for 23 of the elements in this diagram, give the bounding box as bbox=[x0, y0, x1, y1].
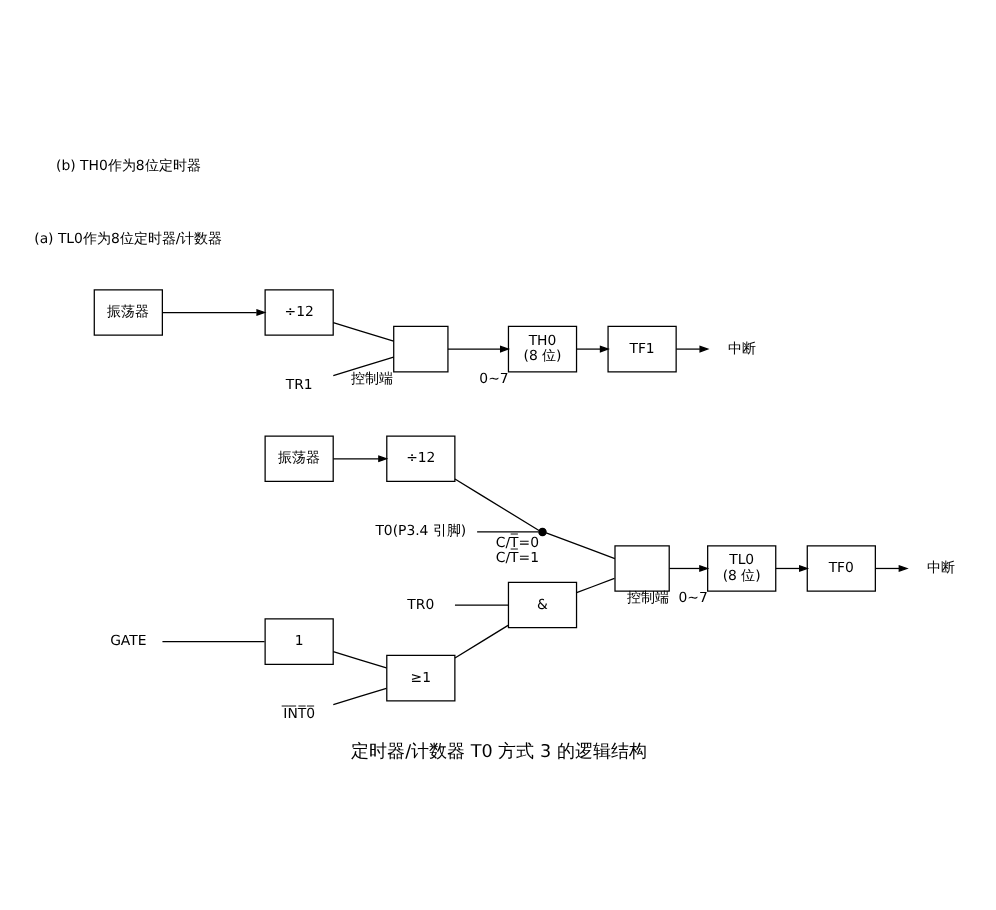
arrow bbox=[331, 455, 388, 463]
connector bbox=[575, 577, 615, 594]
connector bbox=[453, 624, 508, 659]
arrow bbox=[873, 564, 908, 572]
arrow bbox=[774, 564, 809, 572]
connector bbox=[331, 356, 394, 377]
connector bbox=[475, 531, 539, 533]
arrow bbox=[667, 564, 709, 572]
arrow bbox=[160, 309, 266, 317]
node-box bbox=[613, 545, 669, 592]
caption: 定时器/计数器 T0 方式 3 的逻辑结构 bbox=[350, 742, 646, 763]
connector bbox=[160, 640, 265, 643]
arrow bbox=[446, 345, 510, 353]
connector bbox=[331, 651, 386, 669]
connector bbox=[544, 532, 615, 560]
connector bbox=[453, 478, 539, 532]
connector bbox=[331, 322, 394, 342]
arrow bbox=[575, 345, 609, 353]
connector bbox=[331, 687, 386, 706]
arrow bbox=[674, 345, 709, 353]
node-box bbox=[392, 325, 448, 373]
node-switch bbox=[537, 527, 546, 537]
connector bbox=[453, 604, 508, 606]
